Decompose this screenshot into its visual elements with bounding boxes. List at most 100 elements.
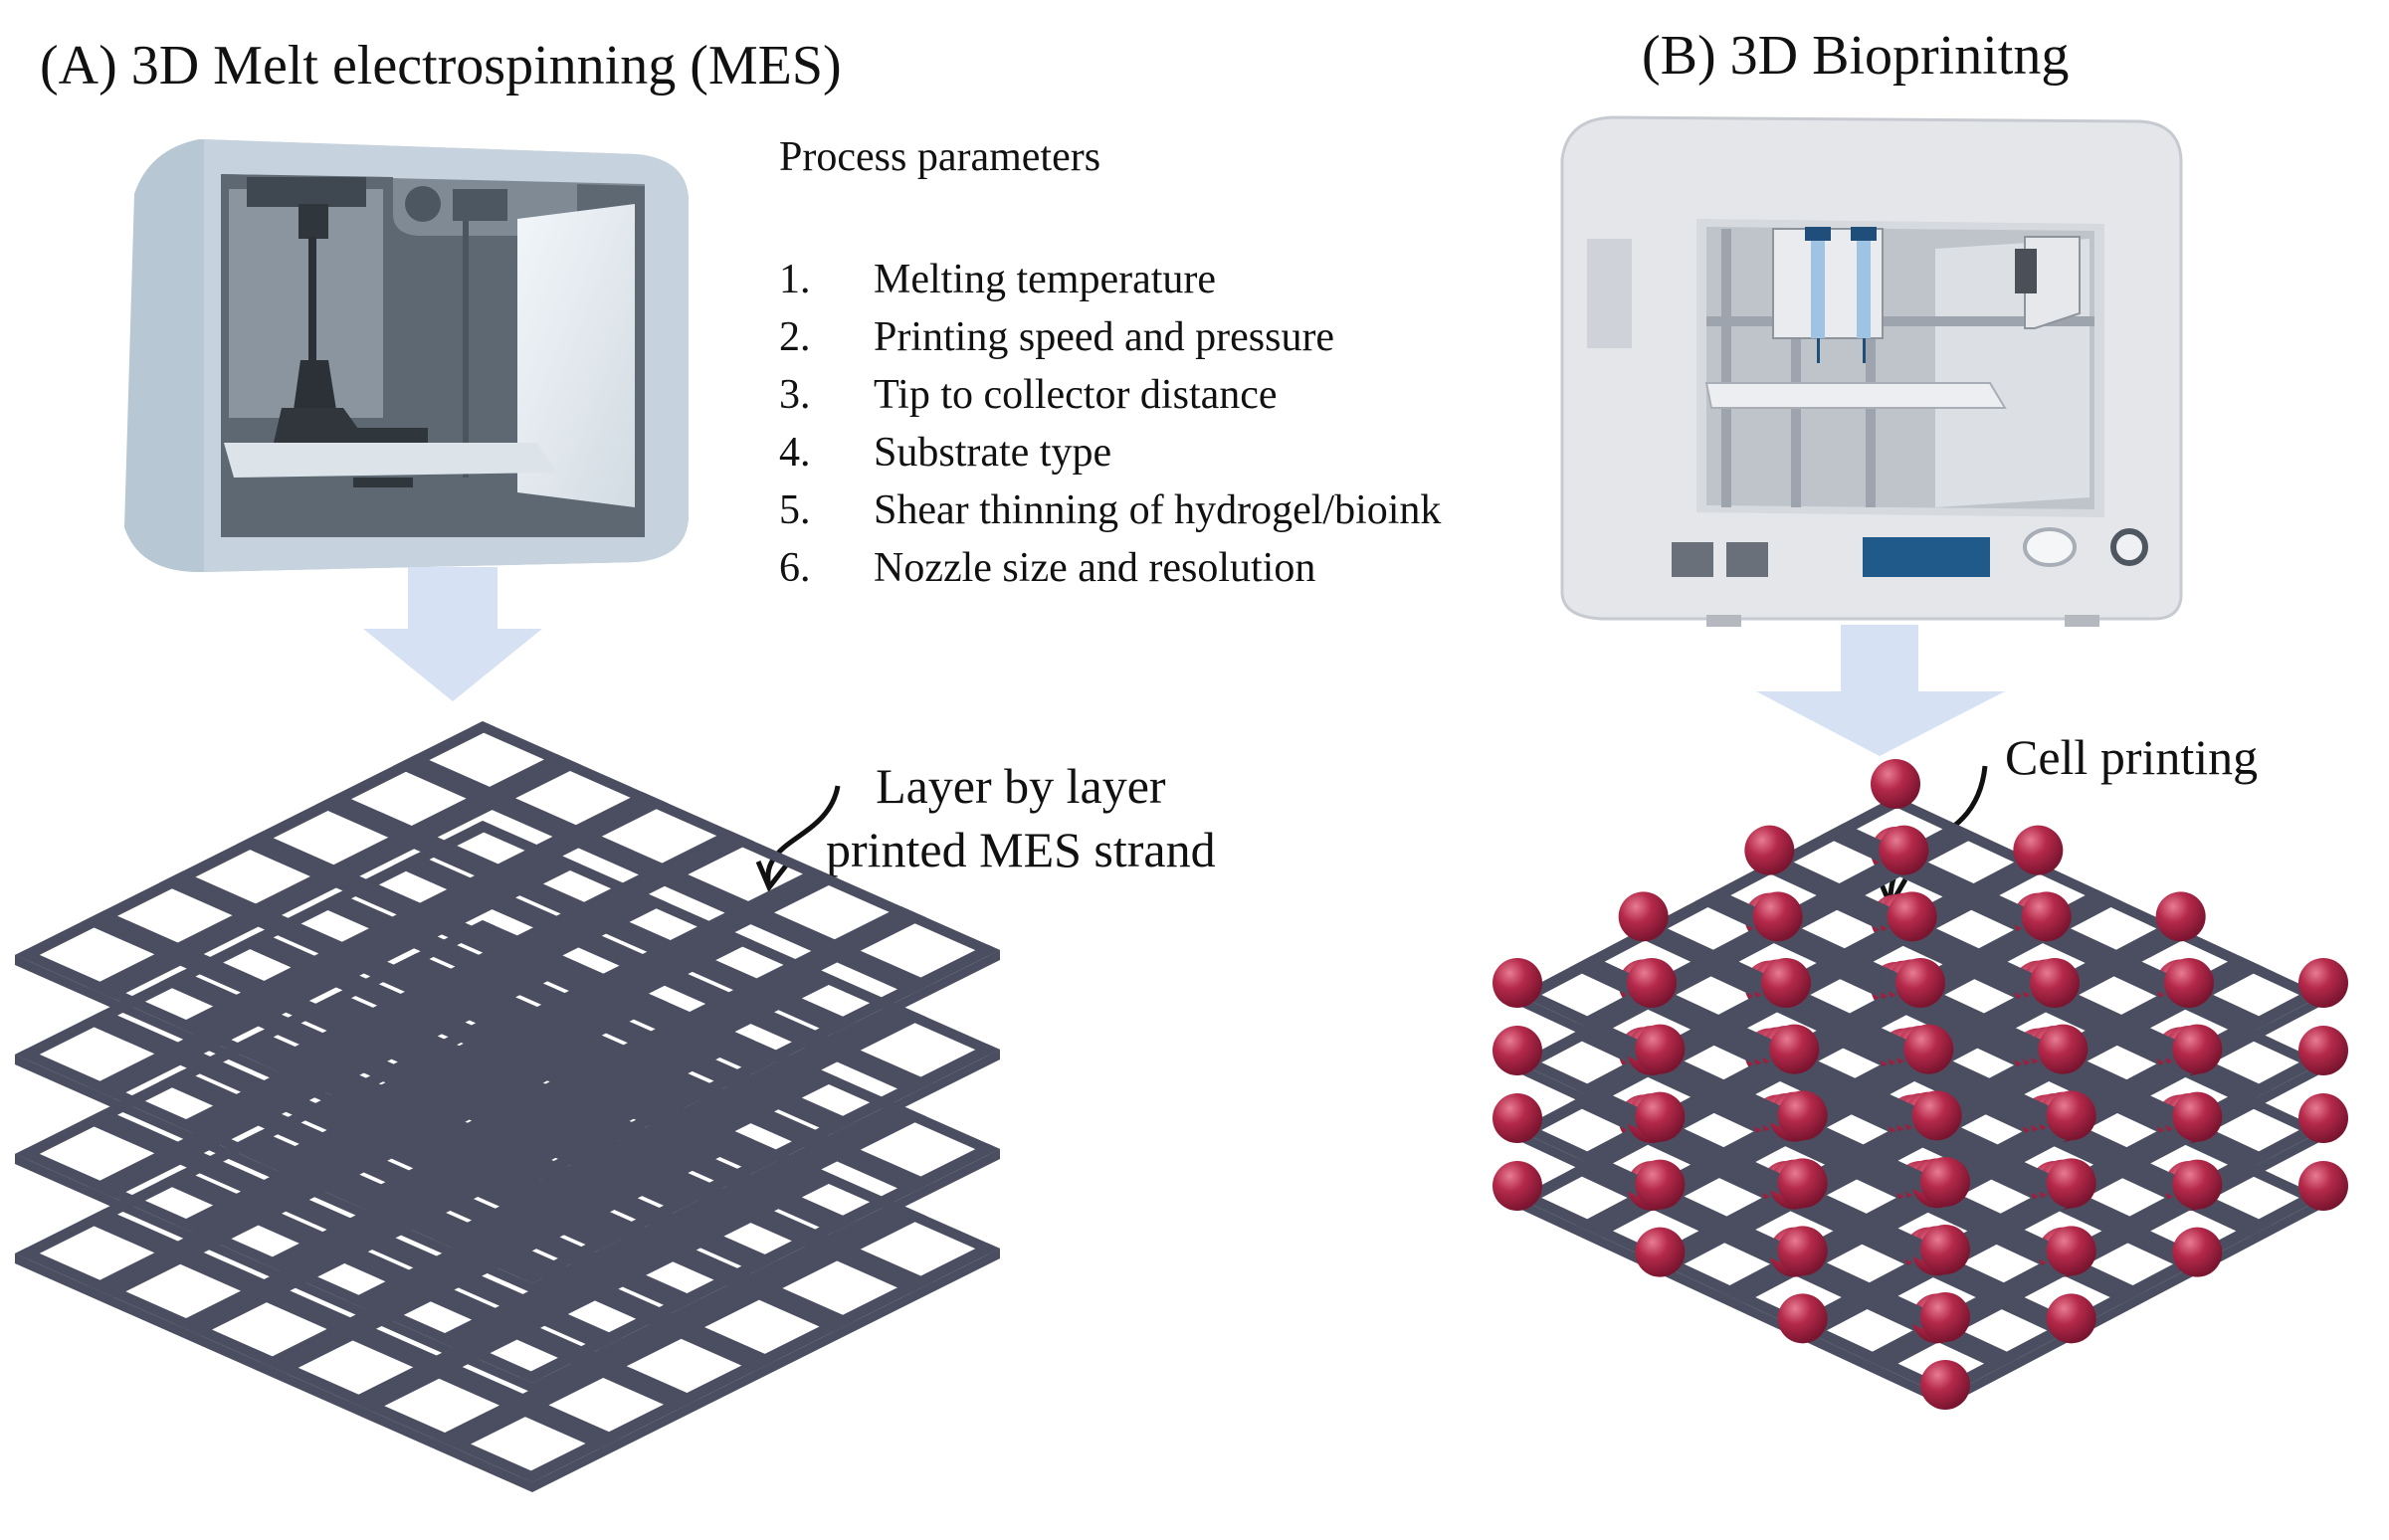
process-parameters-list: 1.Melting temperature 2.Printing speed a… [779, 251, 1441, 597]
strand [1517, 1062, 1945, 1271]
strand [1945, 1062, 2323, 1271]
strand [532, 1050, 1000, 1293]
cell-sphere [1744, 825, 1795, 875]
cell-sphere [1911, 1090, 1962, 1141]
curved-arrow-icon [755, 785, 841, 892]
strand [1632, 922, 2084, 1134]
cell-sphere [1887, 891, 1937, 942]
strand [158, 1069, 700, 1311]
layer-annotation-line2: printed MES strand [826, 822, 1216, 877]
strand [1517, 989, 1957, 1194]
cell-sphere [1618, 891, 1669, 942]
process-parameters-heading: Process parameters [779, 134, 1101, 180]
cell-sphere [1627, 958, 1677, 1008]
strand [471, 721, 1000, 956]
strand [392, 754, 934, 996]
strand [1757, 856, 2209, 1067]
strand [158, 870, 700, 1112]
cell-sphere [1777, 1158, 1828, 1209]
mes-scaffold [15, 721, 1000, 1492]
cell-sphere [2172, 1024, 2223, 1074]
cell-sphere [2021, 891, 2072, 942]
layer-annotation: Layer by layer printed MES strand [826, 754, 1216, 881]
parameter-item: 6.Nozzle size and resolution [779, 545, 1316, 591]
cell-sphere [2164, 958, 2214, 1008]
parameter-item: 4.Substrate type [779, 430, 1112, 476]
cell-layer [1493, 759, 2348, 1207]
strand [1884, 796, 2323, 1001]
strand [314, 892, 857, 1134]
down-arrow-icon [363, 567, 542, 701]
strand [1517, 1192, 1957, 1397]
cell-sphere [1920, 1360, 1970, 1410]
strand [237, 931, 778, 1173]
cell-sphere [1635, 1024, 1686, 1074]
cell-sphere [2046, 1293, 2096, 1344]
cell-sphere [1920, 1292, 1970, 1342]
strand [15, 955, 532, 1194]
cell-sphere [1920, 1157, 1970, 1207]
bioprinted-scaffold [1493, 759, 2348, 1410]
cell-sphere [2013, 825, 2064, 875]
strand [81, 909, 623, 1151]
strand [81, 1009, 623, 1251]
strand [1517, 1124, 1957, 1329]
cell-sphere [1920, 1225, 1970, 1274]
cell-sphere [1752, 891, 1803, 942]
strand [15, 949, 544, 1184]
cell-sphere [2172, 1227, 2223, 1277]
cell-sphere [2298, 958, 2348, 1008]
mes-printer-icon [124, 139, 689, 572]
parameter-item: 1.Melting temperature [779, 257, 1217, 302]
strand [532, 1249, 1000, 1492]
layer-annotation-line1: Layer by layer [876, 758, 1166, 814]
cell-sphere [1761, 958, 1811, 1008]
strand [1517, 1130, 1945, 1339]
strand [1517, 995, 1945, 1204]
strand [471, 821, 1000, 1056]
cell-sphere [2046, 1226, 2096, 1276]
cell-sphere [1493, 958, 1542, 1008]
cell-sphere [1777, 1226, 1828, 1276]
strand [15, 1253, 532, 1492]
strand [81, 1208, 623, 1449]
parameter-item: 2.Printing speed and pressure [779, 314, 1335, 360]
strand [1945, 1198, 2323, 1407]
cell-sphere [2298, 1026, 2348, 1075]
strand [237, 832, 778, 1073]
panel-b-title: (B) 3D Bioprinitng [1642, 25, 2070, 87]
cell-sphere [2298, 1161, 2348, 1211]
strand [532, 950, 1000, 1194]
parameter-item: 5.Shear thinning of hydrogel/bioink [779, 487, 1442, 533]
cell-sphere [2038, 1024, 2089, 1074]
cell-sphere [1493, 1161, 1542, 1211]
strand [1945, 995, 2323, 1204]
cell-sphere [1903, 1024, 1954, 1074]
strand [15, 1055, 532, 1293]
cell-sphere [1871, 759, 1920, 809]
strand [532, 1149, 1000, 1393]
cell-sphere [1493, 1093, 1542, 1143]
cell-sphere [1635, 1227, 1686, 1277]
cell-sphere [1895, 958, 1945, 1008]
strand [81, 1108, 623, 1350]
cell-sphere [1635, 1159, 1686, 1210]
strand [1945, 1130, 2323, 1339]
down-arrow-icon [1756, 625, 2005, 756]
cell-annotation: Cell printing [2005, 729, 2259, 785]
parameter-item: 3.Tip to collector distance [779, 372, 1278, 418]
cell-sphere [1777, 1090, 1828, 1141]
panel-a-title: (A) 3D Melt electrospinning (MES) [40, 35, 842, 96]
cell-sphere [2030, 958, 2080, 1008]
strand [1517, 1198, 1945, 1407]
strand [158, 970, 700, 1212]
cell-sphere [2298, 1093, 2348, 1143]
strand [15, 1148, 544, 1383]
cell-sphere [2046, 1090, 2096, 1141]
cell-sphere [2155, 891, 2206, 942]
strand [15, 1248, 544, 1482]
cell-sphere [1777, 1293, 1828, 1344]
cell-sphere [1769, 1024, 1820, 1074]
strand [1517, 1057, 1957, 1261]
